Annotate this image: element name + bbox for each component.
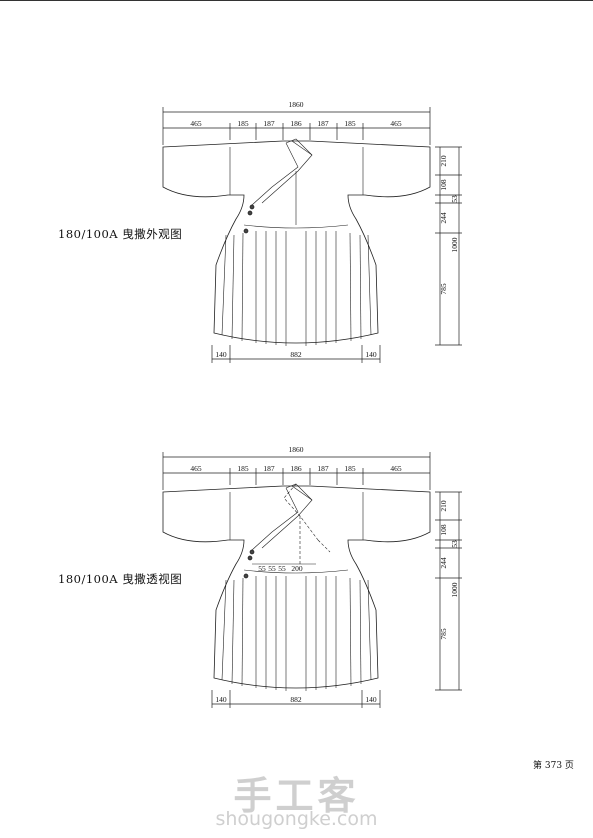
dimension-top [163,452,430,490]
dimension-bottom [212,345,380,363]
side-dim-label: 1000 [450,582,459,597]
garment-outline [163,486,430,688]
segment-label: 185 [237,119,249,128]
page-number: 第 373 页 [533,761,574,771]
side-dim-label: 785 [439,283,448,295]
inner-dim-label: 55 [268,564,276,573]
garment-details [222,484,371,691]
total-width-label: 1860 [289,445,304,454]
knot-buttons [243,549,255,579]
top-rule [0,0,593,1]
segment-label: 465 [190,119,202,128]
side-dim-label: 244 [439,212,448,224]
inner-dim-label: 55 [258,564,266,573]
side-dim-label: 244 [439,557,448,569]
garment-outline [163,141,430,343]
bottom-dim-label: 140 [365,350,377,359]
diagram-caption: 180/100A 曳撒外观图 [58,227,183,241]
side-dim-label: 210 [439,500,448,512]
watermark-url: shougongke.com [215,808,378,830]
dimension-bottom [212,690,380,708]
dimension-top [163,107,430,145]
side-dim-label: 1000 [450,237,459,252]
segment-label: 187 [263,119,275,128]
segment-label: 465 [390,119,402,128]
bottom-dim-label: 140 [365,695,377,704]
side-dim-label: 53 [450,195,459,203]
dimension-side [435,492,462,690]
segment-label: 187 [317,119,329,128]
bottom-dim-label: 882 [290,350,302,359]
inner-dim-label: 55 [278,564,286,573]
segment-label: 185 [344,119,356,128]
watermark-title: 手工客 [233,774,360,818]
segment-label: 187 [317,464,329,473]
segment-label: 185 [344,464,356,473]
inner-dim-label: 200 [291,564,303,573]
side-dim-label: 210 [439,155,448,167]
segment-label: 186 [290,119,302,128]
segment-label: 465 [190,464,202,473]
bottom-dim-label: 140 [215,695,227,704]
segment-label: 465 [390,464,402,473]
total-width-label: 1860 [289,100,304,109]
knot-buttons [243,204,255,234]
bottom-dim-label: 882 [290,695,302,704]
side-dim-label: 108 [439,524,448,536]
segment-label: 185 [237,464,249,473]
bottom-dim-label: 140 [215,350,227,359]
side-dim-label: 53 [450,540,459,548]
side-dim-label: 785 [439,628,448,640]
segment-label: 187 [263,464,275,473]
diagram-caption: 180/100A 曳撒透视图 [58,572,183,586]
garment-diagram-cutaway: 1860 465 185 187 186 187 185 465 [0,445,593,715]
garment-details [222,139,371,346]
dimension-side [435,147,462,345]
garment-diagram-exterior: 1860 465 185 187 186 187 185 465 [0,100,593,370]
segment-label: 186 [290,464,302,473]
side-dim-label: 108 [439,179,448,191]
